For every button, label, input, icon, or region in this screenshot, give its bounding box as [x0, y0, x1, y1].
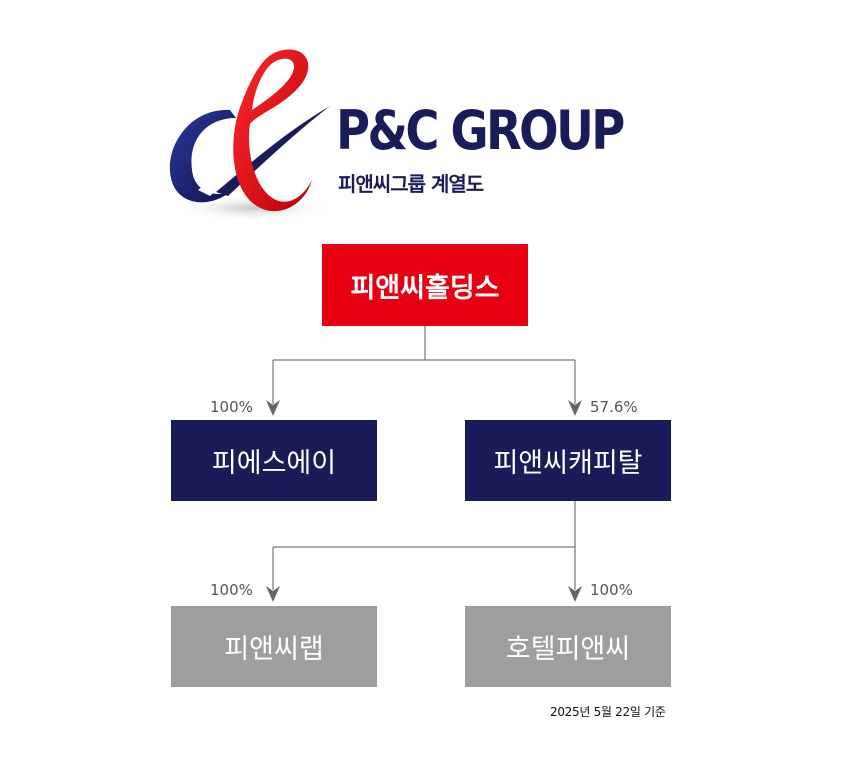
node-pc-holdings-label: 피앤씨홀딩스	[350, 272, 500, 304]
node-pc-capital-label: 피앤씨캐피탈	[493, 448, 643, 479]
arrowhead-hotel	[568, 586, 582, 602]
node-psa-label: 피에스에이	[211, 448, 337, 479]
node-pc-capital: 피앤씨캐피탈	[465, 420, 671, 501]
node-hotel-pc: 호텔피앤씨	[465, 606, 671, 687]
arrowhead-capital	[568, 400, 582, 416]
logo-title: P&C GROUP	[336, 99, 625, 162]
node-psa: 피에스에이	[171, 420, 377, 501]
node-pc-lab: 피앤씨랩	[171, 606, 377, 687]
share-lab: 100%	[210, 581, 253, 599]
share-hotel: 100%	[590, 581, 633, 599]
arrowhead-pesa	[266, 400, 280, 416]
share-pesa: 100%	[210, 398, 253, 416]
logo-subtitle: 피앤씨그룹 계열도	[338, 172, 484, 196]
arrowhead-lab	[266, 586, 280, 602]
node-hotel-pc-label: 호텔피앤씨	[505, 634, 631, 665]
date-note: 2025년 5월 22일 기준	[550, 705, 666, 719]
share-capital: 57.6%	[590, 398, 638, 416]
node-pc-holdings: 피앤씨홀딩스	[322, 244, 528, 326]
pc-group-logo-icon	[169, 49, 333, 222]
node-pc-lab-label: 피앤씨랩	[224, 634, 324, 665]
